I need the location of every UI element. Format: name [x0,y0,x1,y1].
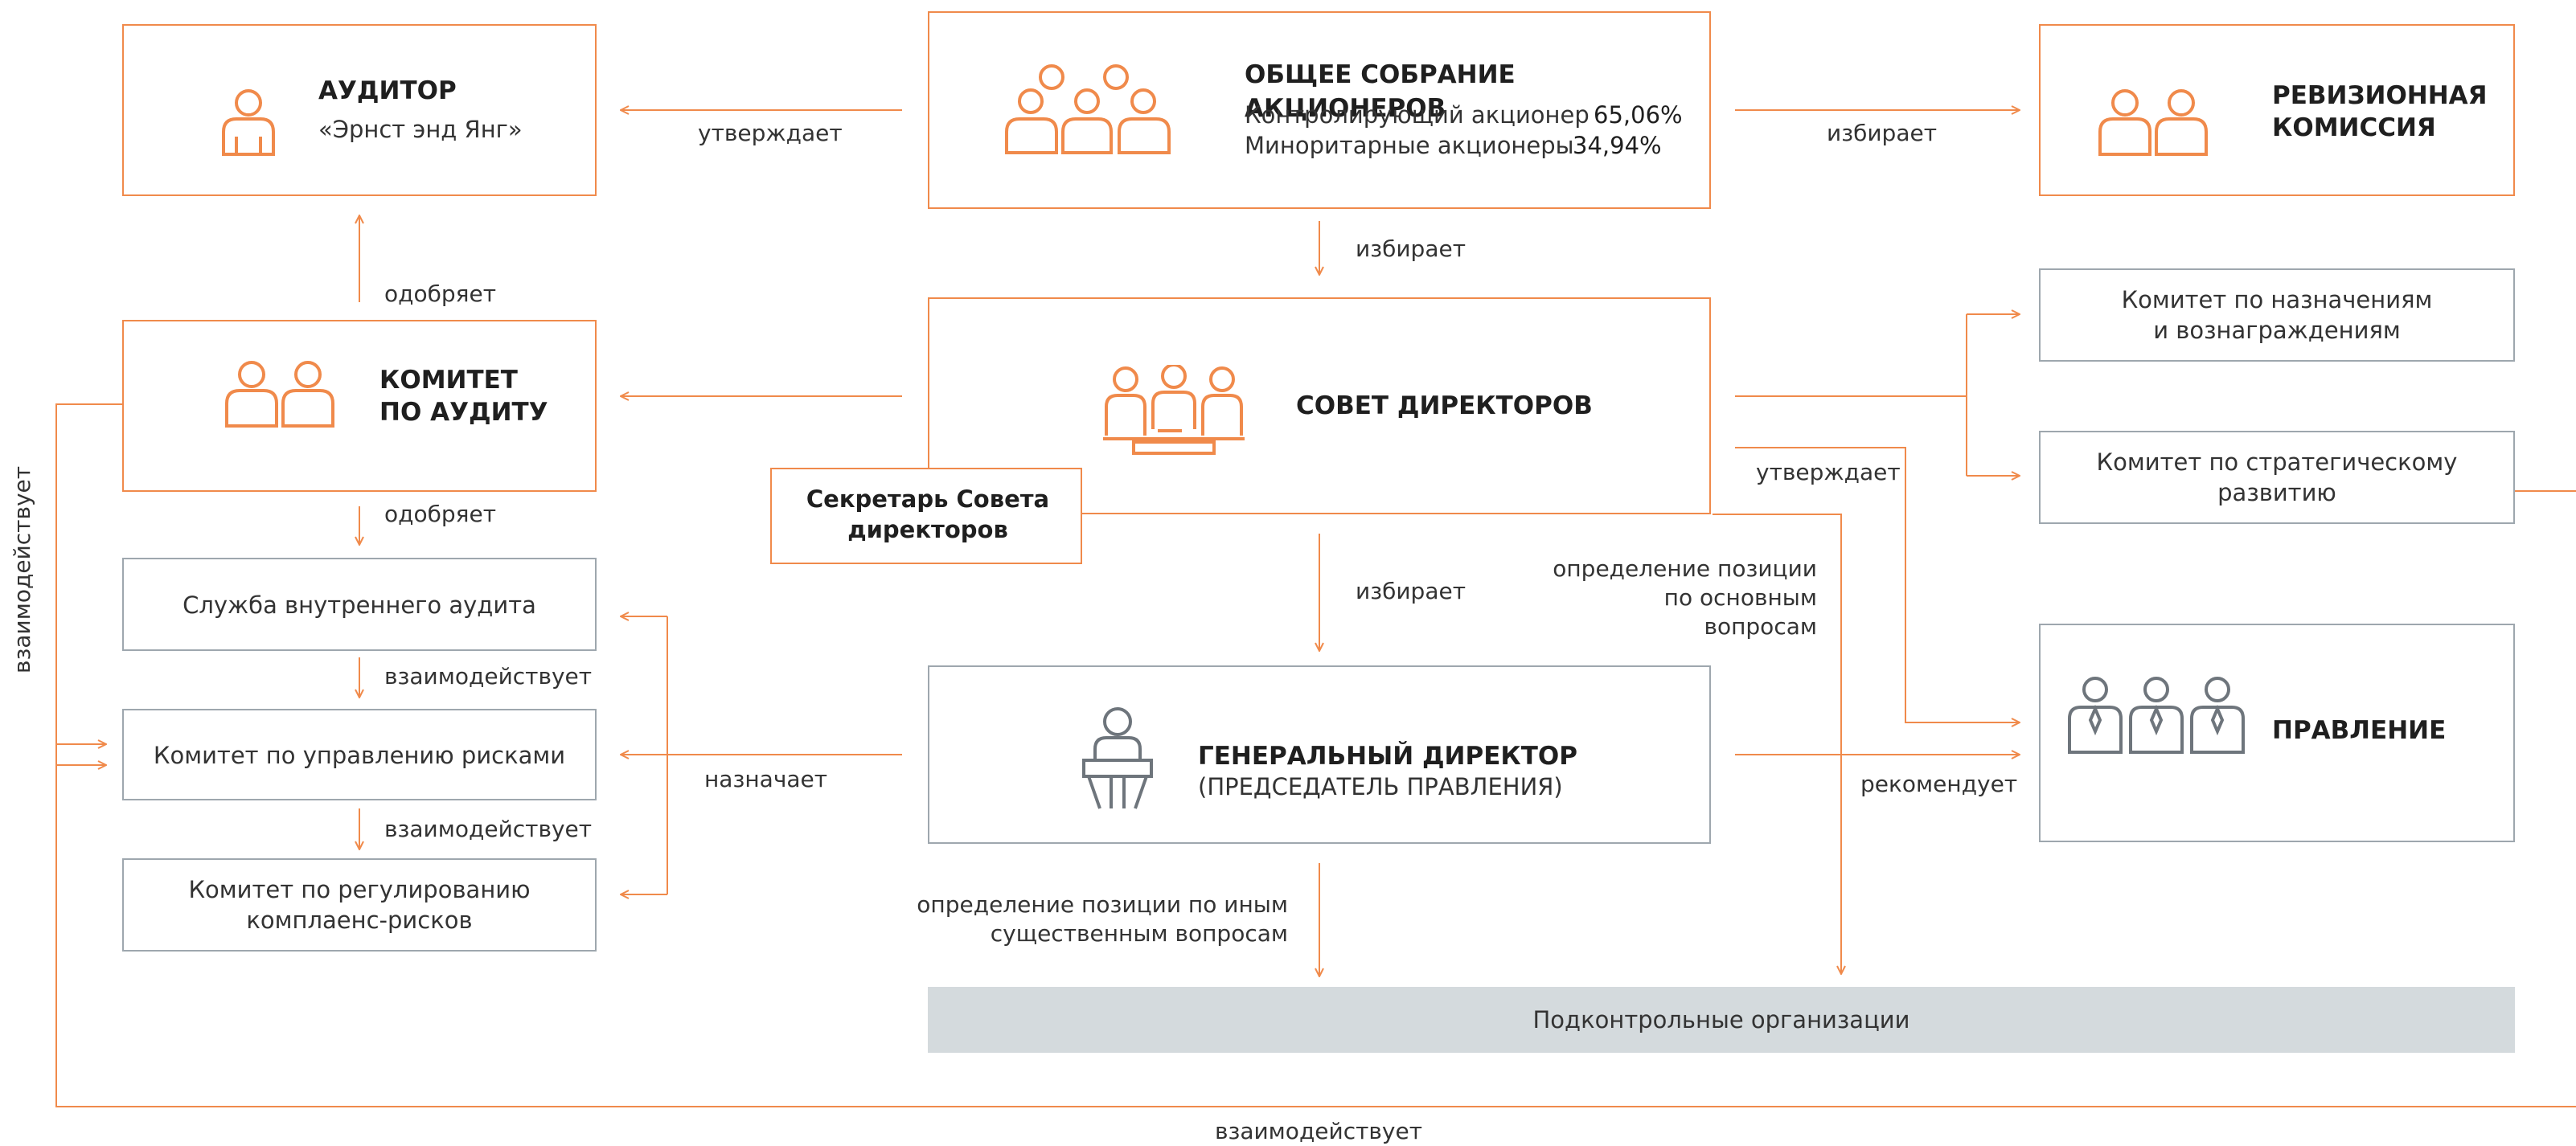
label-board-position-line3: вопросам [1704,613,1817,640]
compliance-committee-line1: Комитет по регулированию [188,876,531,903]
label-ceo-recommends: рекомендует [1860,771,2018,797]
arrow-board-to-management [1735,447,2020,722]
label-ceo-appoints: назначает [704,766,828,792]
internal-audit-label: Служба внутреннего аудита [183,591,536,619]
shareholders-meeting-box: ОБЩЕЕ СОБРАНИЕ АКЦИОНЕРОВ Контролирующий… [928,11,1711,209]
shareholders-row-controlling-label: Контролирующий акционер [1245,101,1589,129]
label-left-vertical: взаимодействует [9,465,35,673]
board-title: СОВЕТ ДИРЕКТОРОВ [1296,391,1593,420]
board-meeting-icon [1103,365,1245,455]
risk-committee-box: Комитет по управлению рисками [122,709,597,800]
subsidiaries-bar: Подконтрольные организации [928,987,2515,1053]
board-secretary-line2: директоров [847,516,1008,543]
speaker-at-podium-icon [1082,707,1153,809]
shareholders-row-controlling-value: 65,06% [1594,101,1683,129]
board-secretary-box: Секретарь Совета директоров [770,468,1082,564]
audit-committee-title-line1: КОМИТЕТ [379,366,518,395]
revision-commission-box: РЕВИЗИОННАЯ КОМИССИЯ [2039,24,2515,196]
label-bottom-loop: взаимодействует [1214,1118,1423,1144]
auditor-subtitle: «Эрнст энд Янг» [318,116,523,143]
label-board-to-management: утверждает [1756,459,1901,485]
shareholders-title: ОБЩЕЕ СОБРАНИЕ АКЦИОНЕРОВ [1245,60,1516,123]
management-board-box: ПРАВЛЕНИЕ [2039,624,2515,842]
auditor-title: АУДИТОР [318,76,457,105]
strategy-committee-line1: Комитет по стратегическому [2096,448,2458,476]
label-board-position-line1: определение позиции [1553,555,1817,582]
label-internal-audit-to-risk: взаимодействует [384,663,593,690]
ceo-box: ГЕНЕРАЛЬНЫЙ ДИРЕКТОР (ПРЕДСЕДАТЕЛЬ ПРАВЛ… [928,665,1711,844]
label-gsm-to-board: избирает [1356,235,1466,262]
shareholders-row-minority-label: Миноритарные акционеры [1245,132,1574,159]
board-secretary-line1: Секретарь Совета [806,485,1050,513]
risk-committee-label: Комитет по управлению рисками [153,742,566,769]
strategy-committee-box: Комитет по стратегическому развитию [2039,431,2515,524]
label-board-position-line2: по основным [1663,584,1817,611]
internal-audit-box: Служба внутреннего аудита [122,558,597,651]
label-ceo-position-line2: существенным вопросам [990,920,1288,947]
label-board-to-ceo: избирает [1356,578,1466,604]
ceo-title: ГЕНЕРАЛЬНЫЙ ДИРЕКТОР [1198,742,1577,771]
nomination-committee-line2: и вознаграждениям [2153,317,2401,344]
audit-committee-title-line2: ПО АУДИТУ [379,398,548,427]
audit-committee-box: КОМИТЕТ ПО АУДИТУ [122,320,597,492]
nomination-committee-line1: Комитет по назначениям [2121,286,2433,313]
revision-title-line2: КОМИССИЯ [2272,113,2436,142]
revision-title-line1: РЕВИЗИОННАЯ [2272,81,2488,110]
three-business-persons-icon [2068,677,2245,754]
shareholders-row-minority-value: 34,94% [1573,132,1662,159]
label-gsm-to-auditor: утверждает [698,120,843,146]
label-gsm-to-revision: избирает [1827,120,1938,146]
compliance-committee-box: Комитет по регулированию комплаенс-риско… [122,858,597,952]
label-audit-committee-to-auditor: одобряет [384,280,497,307]
management-board-title: ПРАВЛЕНИЕ [2272,716,2447,745]
label-risk-to-compliance: взаимодействует [384,816,593,842]
compliance-committee-line2: комплаенс-рисков [246,907,473,934]
arrow-board-to-subsidiaries [1713,514,1841,974]
nomination-committee-box: Комитет по назначениям и вознаграждениям [2039,268,2515,362]
two-persons-icon [2098,89,2208,156]
ceo-subtitle: (ПРЕДСЕДАТЕЛЬ ПРАВЛЕНИЯ) [1198,773,1563,800]
two-persons-icon [225,361,334,428]
strategy-committee-line2: развитию [2217,479,2336,506]
connector-audit-committee-left [55,403,2576,1107]
auditor-box: АУДИТОР «Эрнст энд Янг» [122,24,597,196]
group-of-five-persons-icon [1005,64,1171,154]
label-audit-committee-to-internal-audit: одобряет [384,501,497,527]
single-person-icon [222,89,275,156]
label-ceo-position-line1: определение позиции по иным [917,891,1288,918]
subsidiaries-label: Подконтрольные организации [1532,1006,1910,1033]
